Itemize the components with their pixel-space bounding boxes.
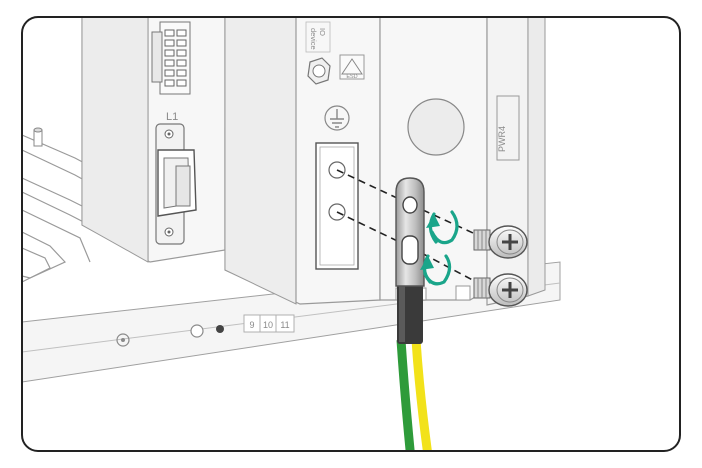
gland-nut [307,57,331,85]
ground-recess-panel [315,142,359,270]
slot-number-strip: 9 10 11 [243,314,295,333]
ground-cable [396,282,435,451]
wire-yellow-stripe [411,339,435,451]
io-label-line2: device [309,28,318,50]
lug-hole-top [402,196,418,214]
module-label: PWR4 [497,126,507,152]
rail-hole [116,333,130,347]
ring-lug [395,177,425,287]
module-center: IO device ESD [224,17,381,305]
round-cover [407,98,465,156]
esd-label: ESD [346,74,357,80]
port-label: L1 [166,111,178,123]
frame-border [21,16,681,452]
io-label-line1: IO [318,28,327,36]
esd-warning-icon: ESD [339,54,365,80]
lug-slot-bottom [401,235,419,265]
rotation-arrow-icon [422,212,438,284]
slot-number-11: 11 [280,320,289,330]
standoff-post [33,127,43,147]
slot-number-9: 9 [249,320,254,330]
ground-symbol-icon [324,105,350,131]
phillips-screw-icon [473,225,528,259]
module-pwr4: PWR4 [486,17,546,306]
rail-hole [190,324,204,338]
slot-number-10: 10 [263,320,273,330]
rail-rivet [216,325,224,333]
wire-green-stripe [396,339,417,451]
equipment-illustration: 9 10 11 [22,17,561,451]
terminal-block [151,21,191,95]
phillips-screw-icon [473,273,528,307]
module-left: L1 [81,17,226,263]
db-connector [155,123,197,245]
